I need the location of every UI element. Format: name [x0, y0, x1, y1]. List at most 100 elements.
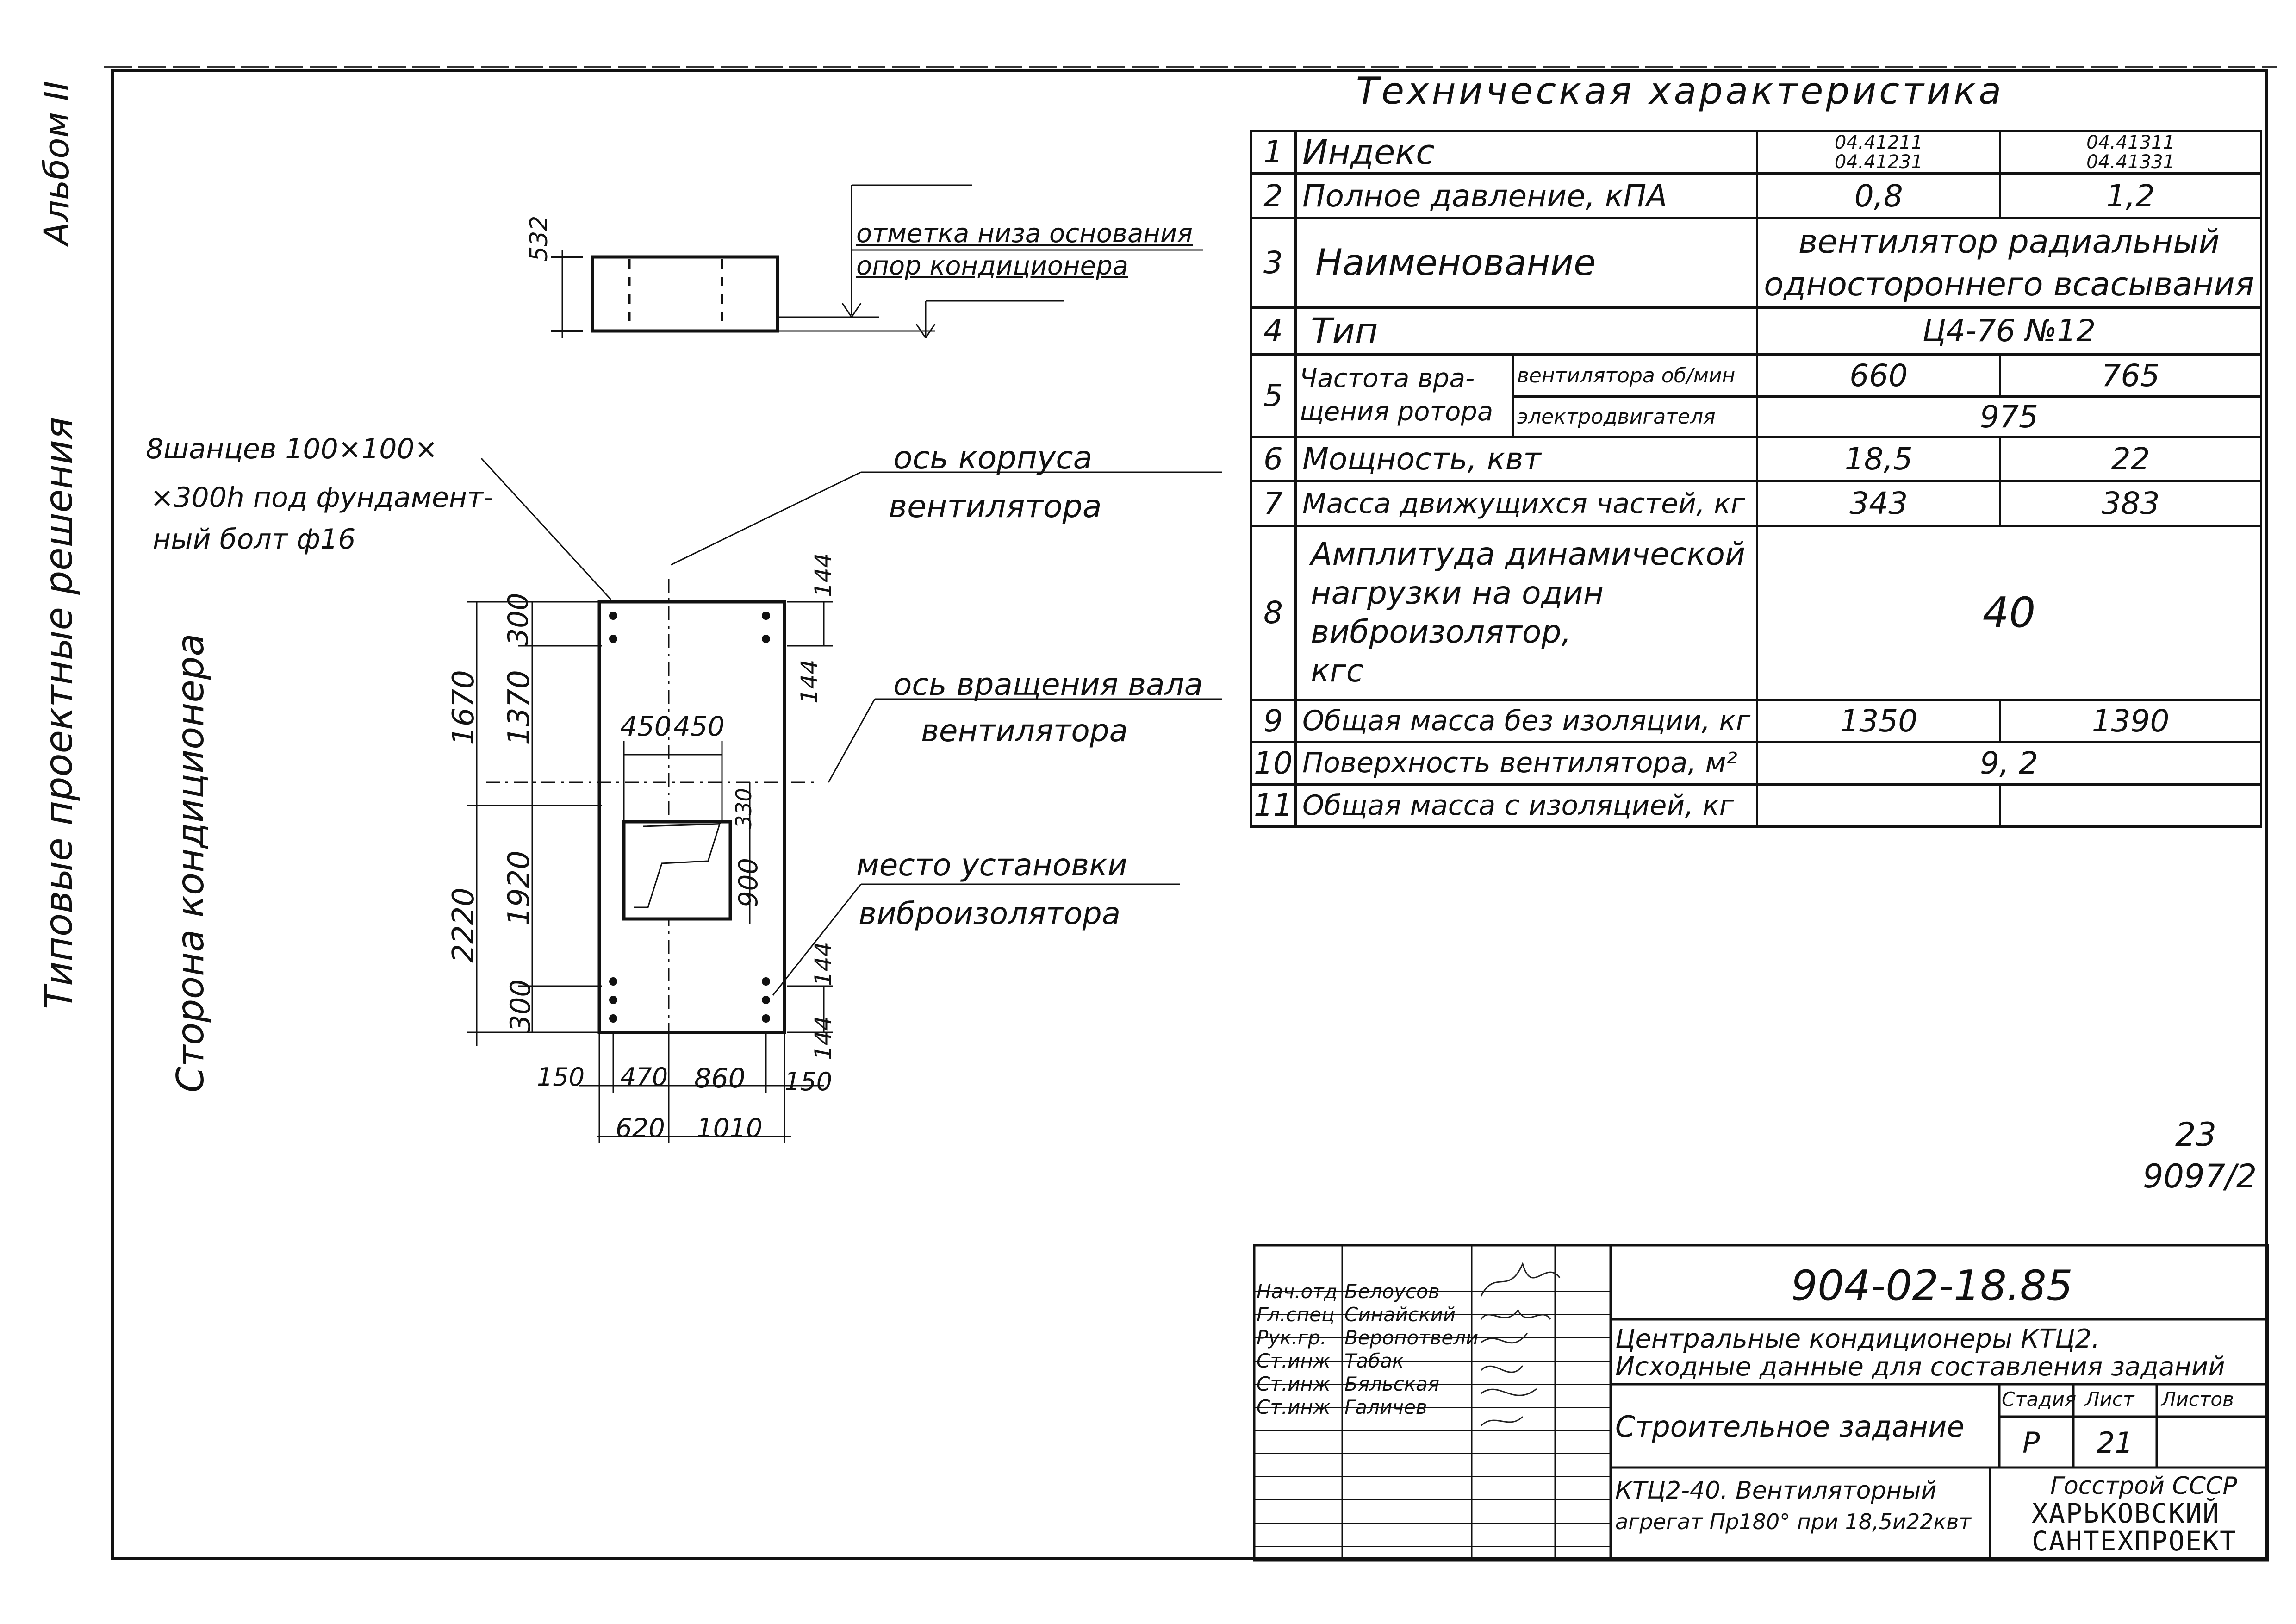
dim-450-a: 450 — [620, 711, 672, 742]
table-row: 2 Полное давление, кПА 0,8 1,2 — [1250, 172, 2262, 219]
value-merged: 40 — [1756, 525, 2262, 701]
elevation-note: отметка низа основания опор кондиционера — [856, 219, 1193, 281]
row-number: 5 — [1250, 353, 1297, 438]
dim-450-b: 450 — [673, 711, 725, 742]
table-row: 8 Амплитуда динамической нагрузки на оди… — [1250, 525, 2262, 701]
index-b: 04.41311 04.41331 — [1999, 129, 2262, 175]
row-label: Амплитуда динамической нагрузки на один … — [1294, 525, 1759, 701]
sheets-header: Листов — [2161, 1388, 2234, 1411]
page-code: 9097/2 — [2143, 1157, 2257, 1195]
row-label: Общая масса без изоляции, кг — [1294, 698, 1759, 743]
page-number: 23 — [2175, 1116, 2217, 1154]
org-line-1: Госстрой СССР — [2050, 1472, 2237, 1500]
name-6: Галичев — [1344, 1396, 1427, 1418]
fan-opening — [622, 820, 732, 921]
signatures — [1480, 1262, 1561, 1427]
table-row: 9 Общая масса без изоляции, кг 1350 1390 — [1250, 698, 2262, 743]
row-label: Частота вра- щения ротора — [1294, 353, 1514, 438]
table-row: 4 Тип Ц4-76 №12 — [1250, 306, 2262, 356]
sub-label-motor: электродвигателя — [1512, 395, 1759, 438]
item-line-2: агрегат Пр180° при 18,5и22квт — [1615, 1509, 1972, 1534]
tech-characteristics-table: 1 Индекс 04.41211 04.41231 04.41311 04.4… — [1250, 129, 2262, 828]
role-list: Нач.отд Гл.спец Рук.гр. Ст.инж Ст.инж Ст… — [1257, 1280, 1338, 1419]
axis-shaft-label-2: вентилятора — [921, 713, 1128, 749]
dim-150-right: 150 — [784, 1067, 833, 1096]
foundation-outline — [597, 600, 786, 1034]
sheet-header: Лист — [2085, 1388, 2134, 1411]
value-a: 18,5 — [1756, 435, 2002, 483]
org-line-2: ХАРЬКОВСКИЙ — [2032, 1498, 2220, 1529]
sheet-value: 21 — [2097, 1426, 2133, 1460]
row-label: Общая масса с изоляцией, кг — [1294, 783, 1759, 828]
row-number: 4 — [1250, 306, 1297, 356]
stage-value: Р — [2022, 1426, 2040, 1460]
value-b: 1,2 — [1999, 172, 2262, 219]
value-b: 765 — [1999, 353, 2262, 398]
table-row: 7 Масса движущихся частей, кг 343 383 — [1250, 480, 2262, 527]
row-label: Полное давление, кПА — [1294, 172, 1759, 219]
value-b: 22 — [1999, 435, 2262, 483]
name-4: Табак — [1344, 1349, 1404, 1372]
value-b: 383 — [1999, 480, 2262, 527]
row-number: 3 — [1250, 217, 1297, 309]
value-merged: вентилятор радиальный одностороннего вса… — [1756, 217, 2262, 309]
name-5: Бяльская — [1344, 1373, 1440, 1395]
role-1: Нач.отд — [1257, 1280, 1338, 1303]
row-label: Тип — [1294, 306, 1759, 356]
name-2: Синайский — [1344, 1303, 1456, 1326]
row-label: Наименование — [1294, 217, 1759, 309]
value-b — [1999, 783, 2262, 828]
bolt-holes — [609, 612, 770, 1023]
embed-note-1: 8шанцев 100×100× — [146, 433, 438, 465]
dim-860: 860 — [694, 1062, 746, 1094]
row-number: 8 — [1250, 525, 1297, 701]
row-number: 6 — [1250, 435, 1297, 483]
embed-note-2: ×300h под фундамент- — [150, 481, 493, 514]
title-line-2: Исходные данные для составления заданий — [1615, 1352, 2225, 1382]
row-label: Масса движущихся частей, кг — [1294, 480, 1759, 527]
row-number: 7 — [1250, 480, 1297, 527]
table-row: 5 Частота вра- щения ротора вентилятора … — [1250, 353, 2262, 438]
row-number: 9 — [1250, 698, 1297, 743]
sheet-name: Строительное задание — [1615, 1410, 1965, 1443]
role-3: Рук.гр. — [1257, 1326, 1326, 1349]
table-heading: Техническая характеристика — [1356, 69, 2004, 112]
role-4: Ст.инж — [1257, 1349, 1331, 1372]
document-number: 904-02-18.85 — [1791, 1262, 2073, 1310]
item-line-1: КТЦ2-40. Вентиляторный — [1615, 1477, 1937, 1505]
table-row: 1 Индекс 04.41211 04.41231 04.41311 04.4… — [1250, 129, 2262, 175]
table-row: 3 Наименование вентилятор радиальный одн… — [1250, 217, 2262, 309]
org-line-3: САНТЕХПРОЕКТ — [2032, 1525, 2237, 1557]
embed-note-3: ный болт ф16 — [153, 523, 356, 556]
axis-body-label-2: вентилятора — [889, 488, 1102, 525]
role-2: Гл.спец — [1257, 1303, 1335, 1326]
stage-header: Стадия — [2002, 1388, 2077, 1411]
row-label: Индекс — [1294, 129, 1759, 175]
elevation-block — [591, 255, 779, 333]
axis-body-label-1: ось корпуса — [893, 440, 1093, 476]
row-number: 11 — [1250, 783, 1297, 828]
sub-label-fan: вентилятора об/мин — [1512, 353, 1759, 398]
value-merged: Ц4-76 №12 — [1756, 306, 2262, 356]
row-number: 2 — [1250, 172, 1297, 219]
isolator-label-1: место установки — [856, 847, 1127, 883]
dim-150-left: 150 — [537, 1062, 585, 1092]
name-3: Веропотвели — [1344, 1326, 1479, 1349]
value-a — [1756, 783, 2002, 828]
value-a: 343 — [1756, 480, 2002, 527]
title-line-1: Центральные кондиционеры КТЦ2. — [1615, 1324, 2100, 1354]
value-a: 0,8 — [1756, 172, 2002, 219]
value-b: 1390 — [1999, 698, 2262, 743]
value-merged: 975 — [1756, 395, 2262, 438]
row-label: Поверхность вентилятора, м² — [1294, 741, 1759, 786]
name-1: Белоусов — [1344, 1280, 1440, 1303]
isolator-label-2: виброизолятора — [859, 896, 1121, 931]
row-label: Мощность, квт — [1294, 435, 1759, 483]
dim-1010: 1010 — [697, 1113, 763, 1143]
name-list: Белоусов Синайский Веропотвели Табак Бял… — [1344, 1280, 1478, 1419]
row-number: 1 — [1250, 129, 1297, 175]
table-row: 6 Мощность, квт 18,5 22 — [1250, 435, 2262, 483]
role-5: Ст.инж — [1257, 1373, 1331, 1395]
table-row: 10 Поверхность вентилятора, м² 9, 2 — [1250, 741, 2262, 786]
